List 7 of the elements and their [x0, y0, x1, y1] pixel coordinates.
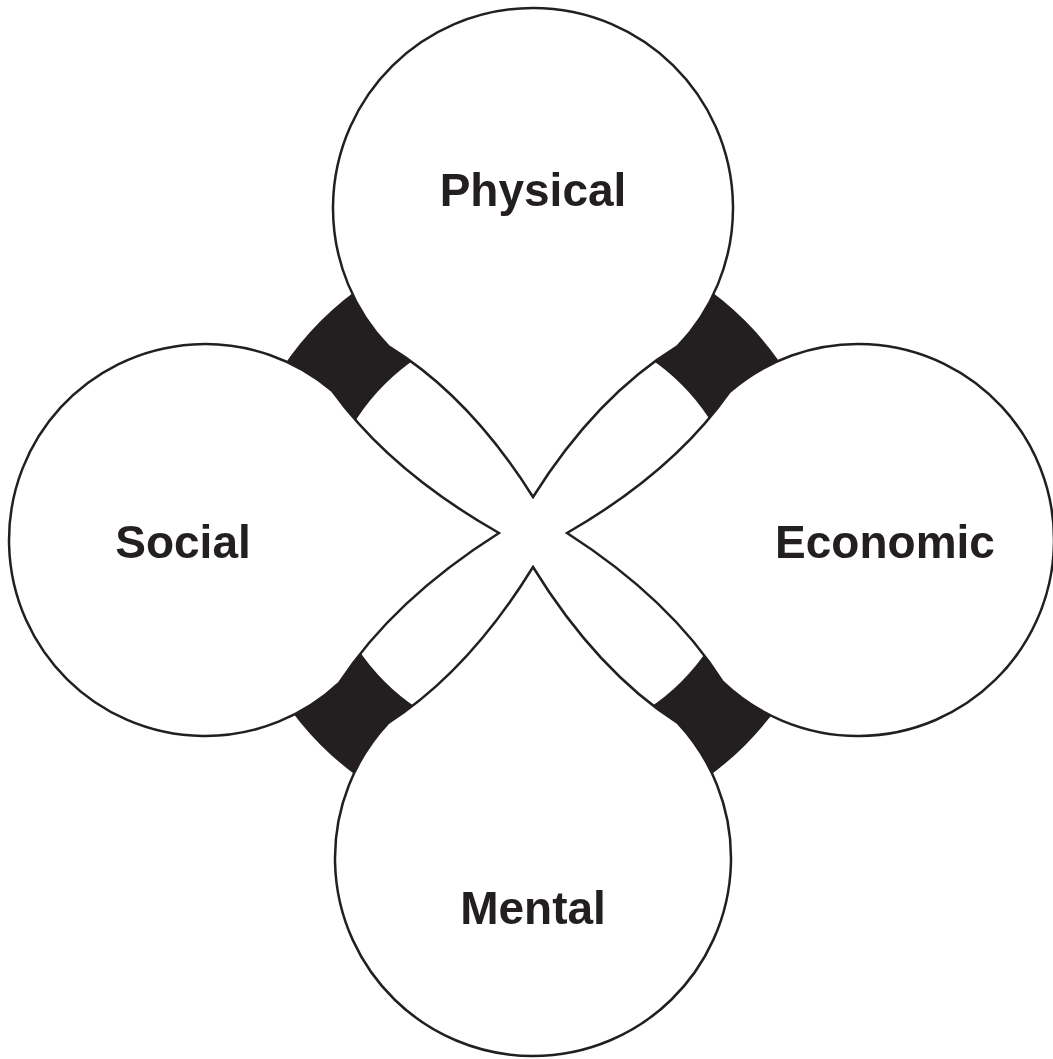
petal-shape	[565, 342, 1053, 738]
petal-label: Mental	[460, 885, 606, 931]
petal-label: Economic	[775, 519, 995, 565]
petal-shape	[331, 6, 735, 499]
petal-label: Social	[115, 519, 251, 565]
petal-shape	[7, 342, 501, 738]
petal-shape	[333, 565, 733, 1058]
